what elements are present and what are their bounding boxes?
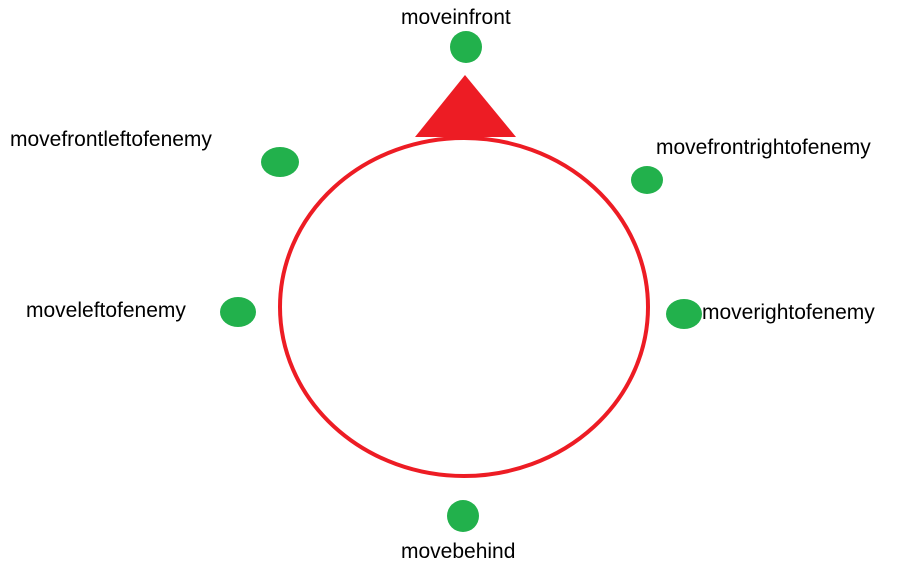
label-move-left-of-enemy: moveleftofenemy <box>26 299 186 322</box>
position-dot-front <box>450 31 482 63</box>
label-move-in-front: moveinfront <box>401 6 511 29</box>
label-move-behind: movebehind <box>401 540 516 563</box>
enemy-circle <box>278 136 650 478</box>
position-dot-front-left <box>261 147 299 177</box>
enemy-facing-triangle <box>415 75 516 137</box>
position-dot-front-right <box>631 166 663 194</box>
position-dot-right <box>666 299 702 329</box>
label-move-front-right-of-enemy: movefrontrightofenemy <box>656 136 871 159</box>
position-dot-left <box>220 297 256 327</box>
label-move-front-left-of-enemy: movefrontleftofenemy <box>10 128 212 151</box>
position-dot-behind <box>447 500 479 532</box>
label-move-right-of-enemy: moverightofenemy <box>702 301 875 324</box>
